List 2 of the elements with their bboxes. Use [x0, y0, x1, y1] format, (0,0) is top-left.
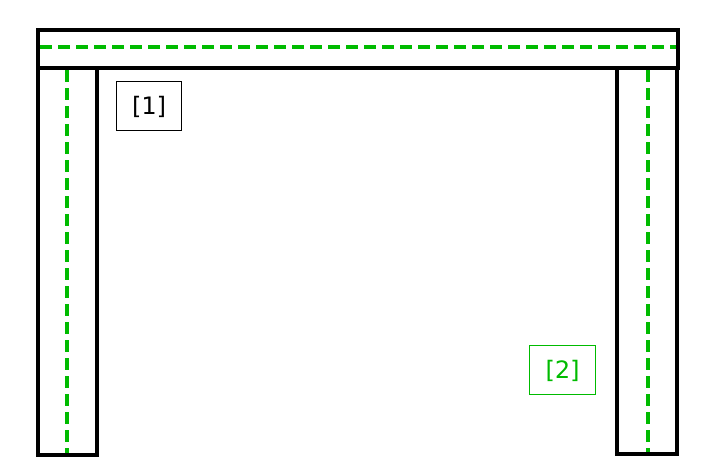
callout-number: [1]	[132, 92, 166, 120]
callout-number: [2]	[546, 356, 580, 384]
